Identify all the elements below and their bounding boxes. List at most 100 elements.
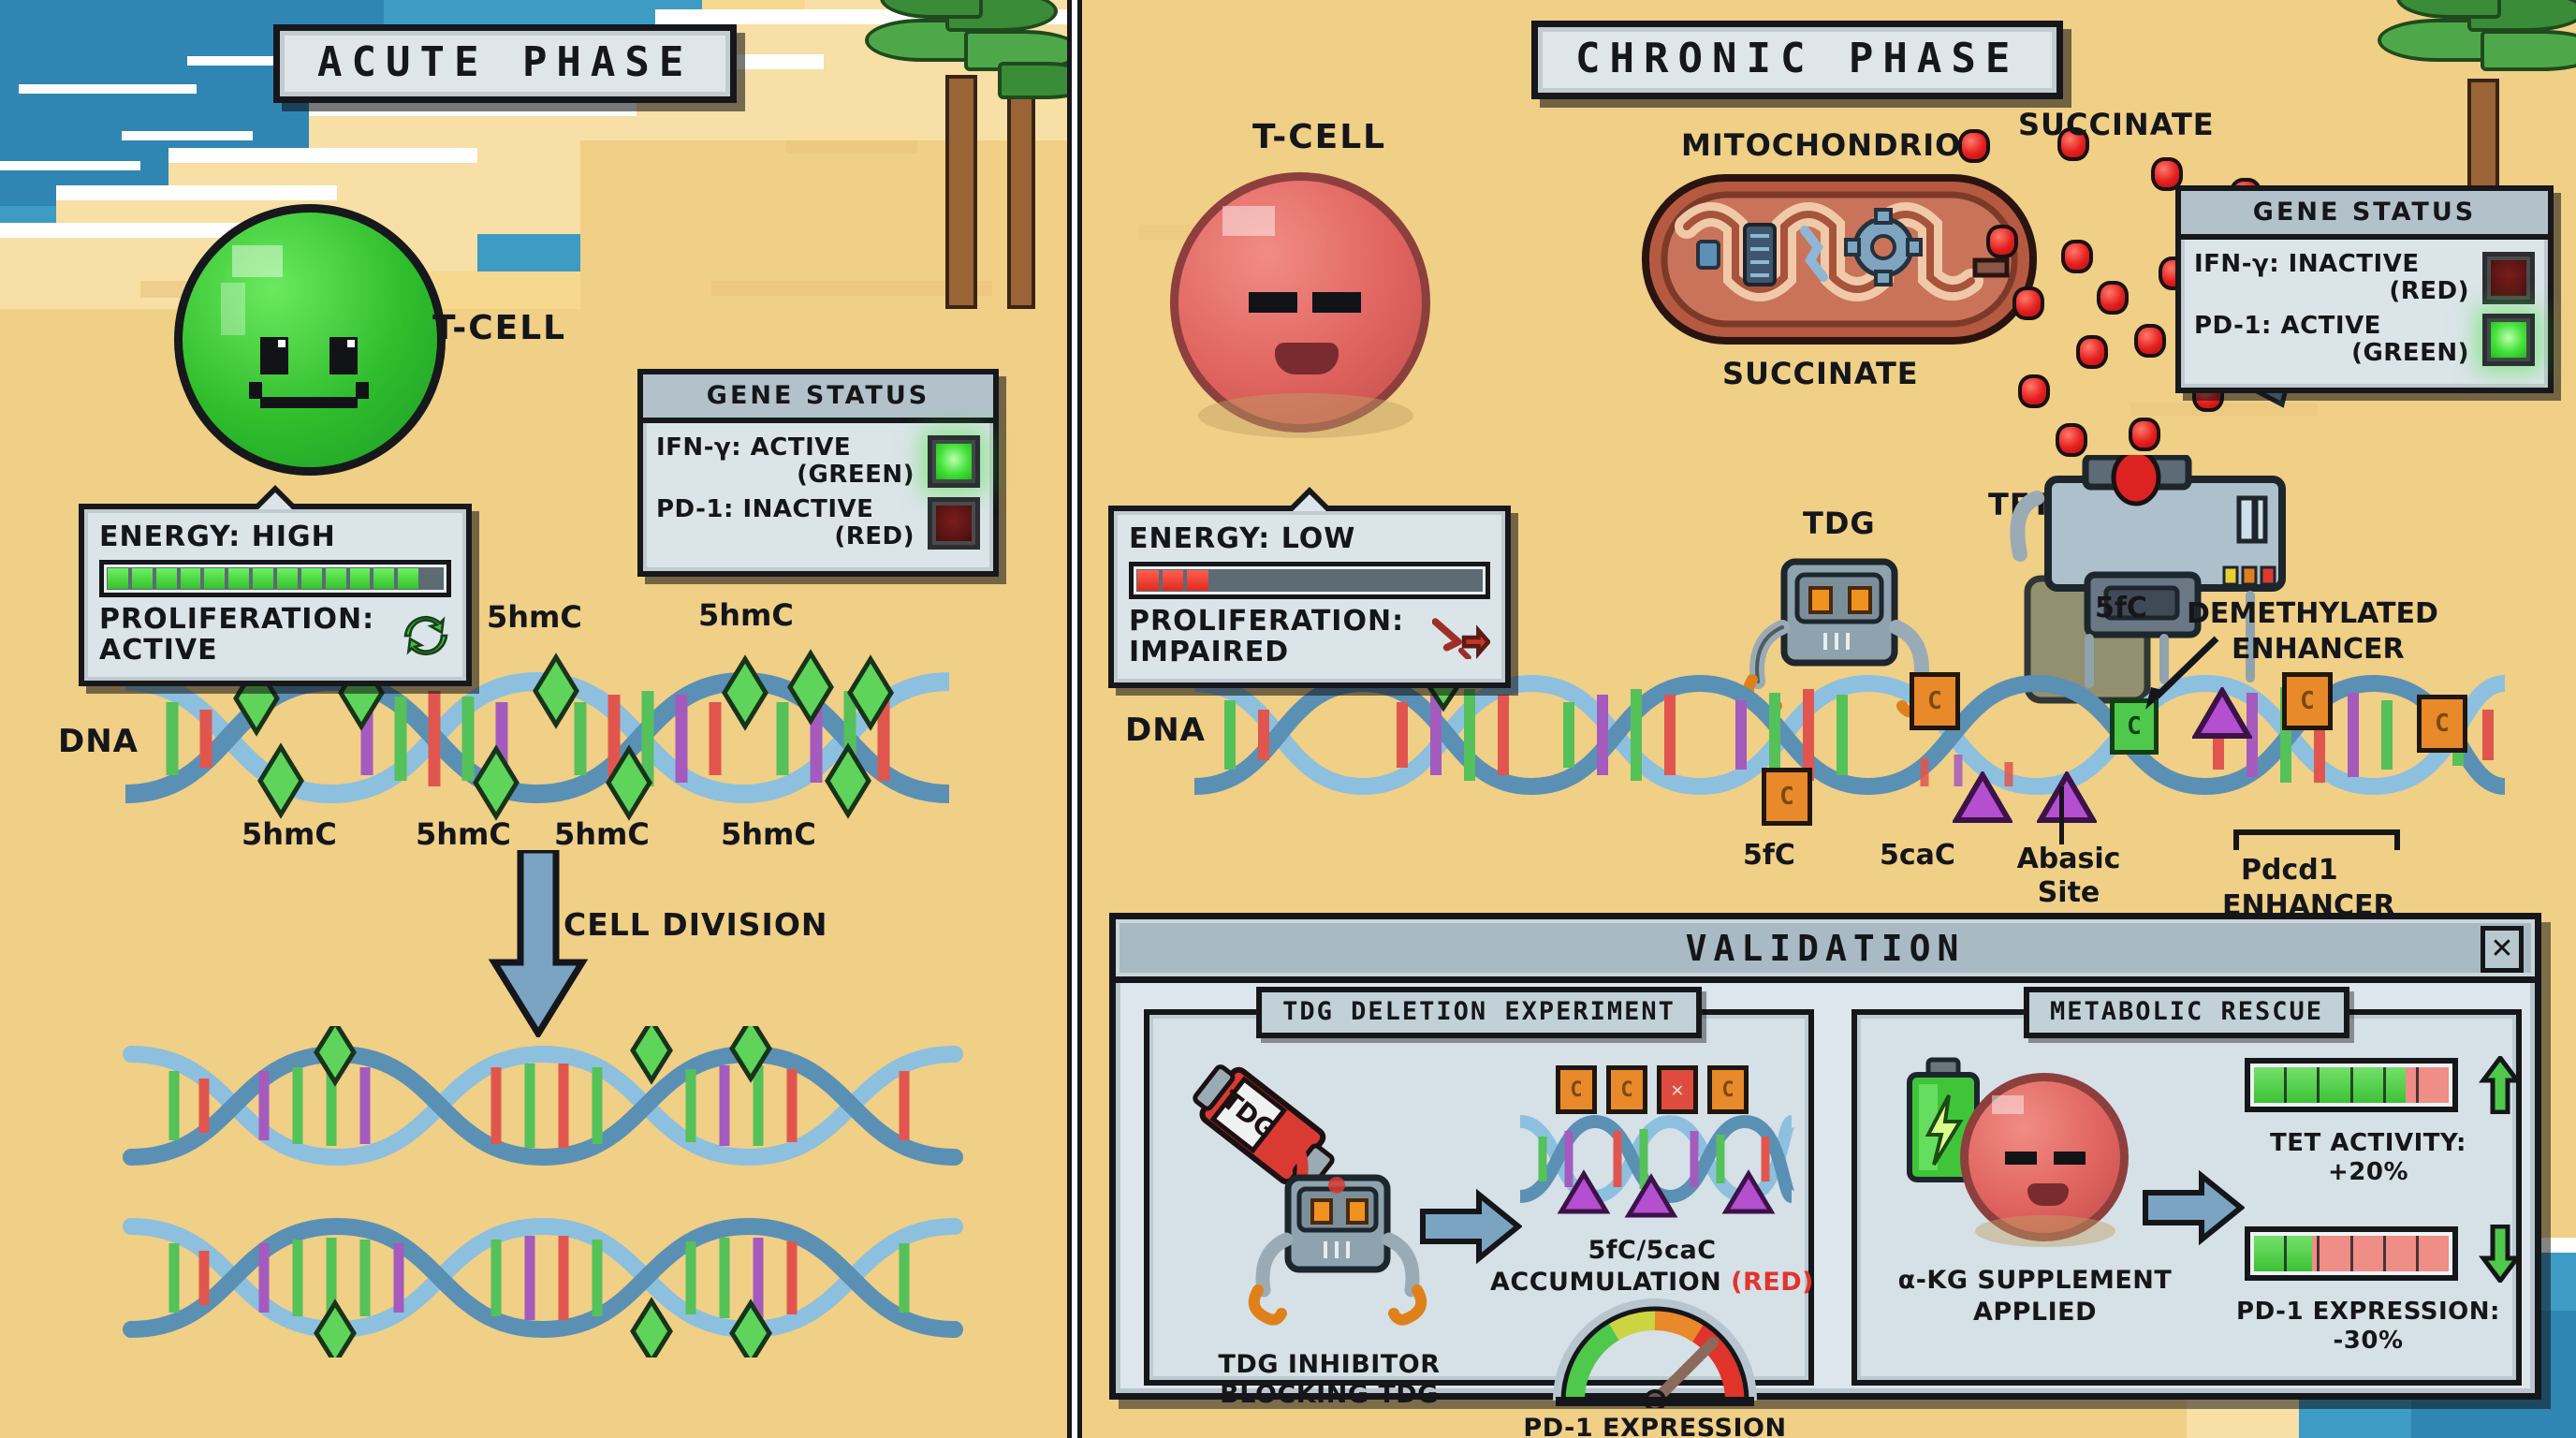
acute-title-plaque: ACUTE PHASE [273, 24, 738, 103]
energy-segment [1361, 570, 1383, 591]
gauge-caption: PD-1 EXPRESSION [1523, 1414, 1787, 1438]
robot-eye-right-icon [1848, 586, 1872, 614]
succinate-inner-label: SUCCINATE [1722, 356, 1919, 391]
rescue-caption-line1: α-KG SUPPLEMENT [1897, 1266, 2173, 1295]
energy-segment [204, 568, 226, 590]
succinate-dot [2056, 423, 2087, 457]
succinate-dot [2057, 127, 2089, 161]
eye-left [260, 337, 288, 374]
rescue-caption-line2: APPLIED [1972, 1298, 2098, 1327]
wave-line [122, 131, 253, 140]
5cac-triangle-icon [1557, 1169, 1776, 1218]
acute-phase-panel: ACUTE PHASE T-CELL GENE STATUS IFN-γ: AC… [0, 0, 1067, 1438]
sand-ridge [2130, 403, 2318, 416]
succinate-outer-label: SUCCINATE [2018, 107, 2215, 142]
energy-segment [253, 568, 274, 590]
acute-energy-label: ENERGY: HIGH [99, 521, 336, 553]
arrow-down-icon [2479, 1225, 2522, 1283]
acute-mark-top-2: 5hmC [698, 597, 794, 633]
energy-segment [1187, 570, 1208, 592]
energy-segment [1286, 570, 1308, 591]
validation-titlebar: VALIDATION ✕ [1116, 919, 2535, 983]
lightning-bolt-icon [1925, 1094, 1964, 1167]
robot-eye-left-icon [1808, 586, 1833, 614]
chronic-gene-status-title: GENE STATUS [2181, 191, 2548, 240]
foam [56, 185, 337, 200]
mito-gear-icon [1844, 208, 1923, 286]
callout-notch [1285, 487, 1334, 511]
energy-segment [1137, 570, 1159, 592]
succinate-dot [1958, 129, 1990, 163]
eye-right [329, 337, 358, 374]
acute-title-text: ACUTE PHASE [317, 38, 694, 86]
foam [309, 101, 637, 116]
close-icon[interactable]: ✕ [2481, 926, 2524, 973]
foam [0, 223, 243, 238]
5cac-triangle-icon [2192, 687, 2252, 739]
cell-division-label: CELL DIVISION [564, 906, 828, 943]
robot-eye-left-icon [1310, 1198, 1333, 1225]
energy-segment [1411, 570, 1432, 591]
tet-activity-meter [2245, 1058, 2458, 1112]
tdg-enzyme-robot [1742, 558, 1937, 718]
cell-division-arrow-icon [488, 850, 589, 1037]
energy-segment [1237, 570, 1258, 591]
tet-enzyme-machine [2010, 455, 2286, 704]
energy-segment [398, 568, 419, 590]
energy-segment [1162, 570, 1184, 592]
pd1-expression-label: PD-1 EXPRESSION: -30% [2236, 1298, 2500, 1356]
accumulation-line2: ACCUMULATION (RED) [1479, 1268, 1825, 1298]
demethylated-enhancer-line2: ENHANCER [2232, 633, 2405, 666]
led-green-icon [2482, 314, 2535, 367]
energy-segment [1386, 570, 1408, 591]
energy-segment [300, 568, 322, 590]
palm-tree [2327, 0, 2576, 294]
eye-right [1312, 292, 1361, 313]
5fc-block-icon: C [1762, 768, 1812, 826]
energy-segment [373, 568, 395, 590]
rescued-t-cell [1960, 1073, 2129, 1247]
succinate-dot [2076, 335, 2108, 369]
gene-pd1-status: PD-1: ACTIVE [2194, 312, 2381, 341]
mito-enzyme-icon [1800, 226, 1828, 282]
energy-segment [422, 568, 443, 589]
energy-segment [1337, 570, 1358, 591]
5cac-triangle-icon [2037, 771, 2097, 823]
tet-probe-arms-icon [2085, 591, 2255, 688]
pdcd1-bracket [2233, 829, 2400, 850]
5hmc-diamond-icon [314, 1026, 772, 1087]
foam [168, 148, 477, 163]
acute-t-cell [174, 204, 446, 476]
tdg-experiment-tab: TDG DELETION EXPERIMENT [1256, 987, 1702, 1038]
acute-mark-top-1: 5hmC [487, 599, 582, 635]
acute-status-window: ENERGY: HIGH PROLIFERATION: ACTIVE [79, 485, 472, 687]
energy-segment [1262, 570, 1283, 591]
acute-proliferation-value: ACTIVE [99, 633, 218, 667]
accumulation-line1: 5fC/5caC [1588, 1236, 1717, 1265]
gauge-needle-icon [1649, 1337, 1719, 1406]
energy-segment [277, 568, 298, 590]
chronic-energy-label: ENERGY: LOW [1129, 522, 1356, 555]
wave-line [19, 84, 197, 94]
5cac-triangle-icon [1953, 771, 2012, 823]
energy-segment [1311, 570, 1333, 591]
accumulation-line2-main: ACCUMULATION [1490, 1268, 1732, 1297]
acute-mark-bottom-4: 5hmC [721, 816, 816, 852]
acute-mark-bottom-1: 5hmC [242, 816, 337, 852]
acute-gene-status-title: GENE STATUS [643, 374, 993, 423]
wave-line [0, 161, 140, 170]
recycle-icon [403, 615, 448, 655]
5fc-block-icon: C [2417, 695, 2467, 753]
tdg-blocked-robot-icon [1248, 1174, 1427, 1326]
broken-arrow-icon [1432, 618, 1490, 659]
energy-segment [1212, 570, 1234, 591]
sand-ridge [786, 140, 917, 154]
chronic-gene-status-window: GENE STATUS IFN-γ: INACTIVE (RED) PD-1: … [2175, 185, 2554, 394]
tdg-inhibitor-caption-line2: BLOCKING TDG [1220, 1380, 1439, 1409]
gene-row-pd1: PD-1: INACTIVE (RED) [656, 496, 980, 550]
mitochondrion [1642, 174, 2037, 345]
gene-ifng-status: IFN-γ: INACTIVE [2194, 250, 2420, 278]
panel-divider [1067, 0, 1082, 1438]
acute-daughter-dna-1 [123, 1026, 963, 1167]
mark-5fc-upper: 5fC [2095, 592, 2147, 624]
